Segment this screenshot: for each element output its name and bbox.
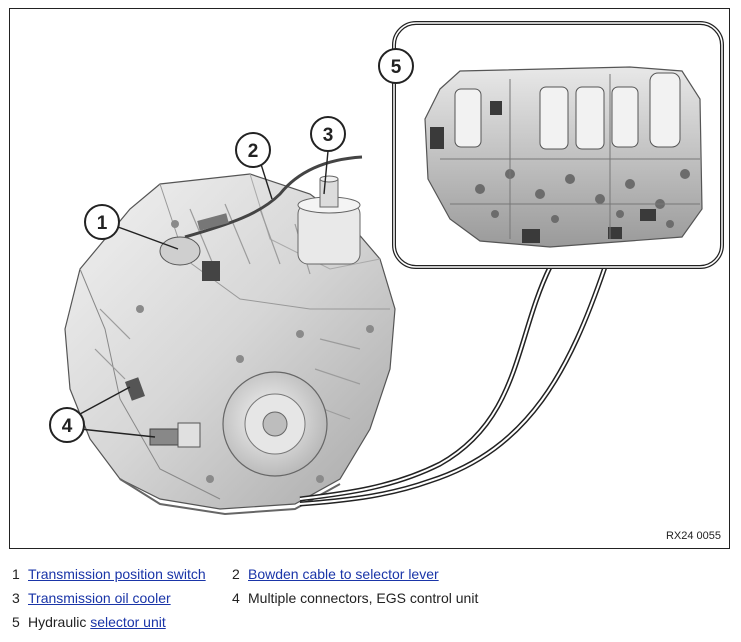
callout-2: 2 [235,132,271,168]
diagram-svg: 1 2 3 4 5 [49,21,724,516]
leader-lines [79,68,608,507]
legend-item-4: 4 Multiple connectors, EGS control unit [232,590,478,606]
link-transmission-oil-cooler[interactable]: Transmission oil cooler [28,590,171,606]
svg-text:4: 4 [62,416,73,437]
svg-text:3: 3 [323,125,334,146]
bowden-cable [184,155,363,239]
svg-text:2: 2 [248,141,259,162]
link-selector-unit[interactable]: selector unit [90,614,166,630]
callout-3: 3 [310,116,346,152]
transmission-diagram: 1 2 3 4 5 RX24 0055 [9,8,730,549]
svg-text:5: 5 [391,57,402,78]
position-switch [159,236,220,281]
callout-5: 5 [378,48,414,84]
egs-connectors [125,377,201,448]
legend-item-2: 2 Bowden cable to selector lever [232,566,439,582]
legend-number: 2 [232,566,240,582]
callout-1: 1 [84,204,120,240]
link-transmission-position-switch[interactable]: Transmission position switch [28,566,206,582]
legend-item-1: 1 Transmission position switch [12,566,206,582]
svg-text:1: 1 [97,213,108,234]
legend-text: Hydraulic [28,614,91,630]
legend-text: Multiple connectors, EGS control unit [248,590,479,606]
legend-number: 3 [12,590,20,606]
legend-number: 1 [12,566,20,582]
legend-item-5: 5 Hydraulic selector unit [12,614,166,630]
link-bowden-cable[interactable]: Bowden cable to selector lever [248,566,439,582]
hydraulic-selector-unit [424,66,703,248]
figure-code: RX24 0055 [665,530,721,542]
legend-number: 4 [232,590,240,606]
legend-item-3: 3 Transmission oil cooler [12,590,171,606]
legend-number: 5 [12,614,20,630]
oil-cooler [297,175,361,265]
callout-4: 4 [49,407,85,443]
